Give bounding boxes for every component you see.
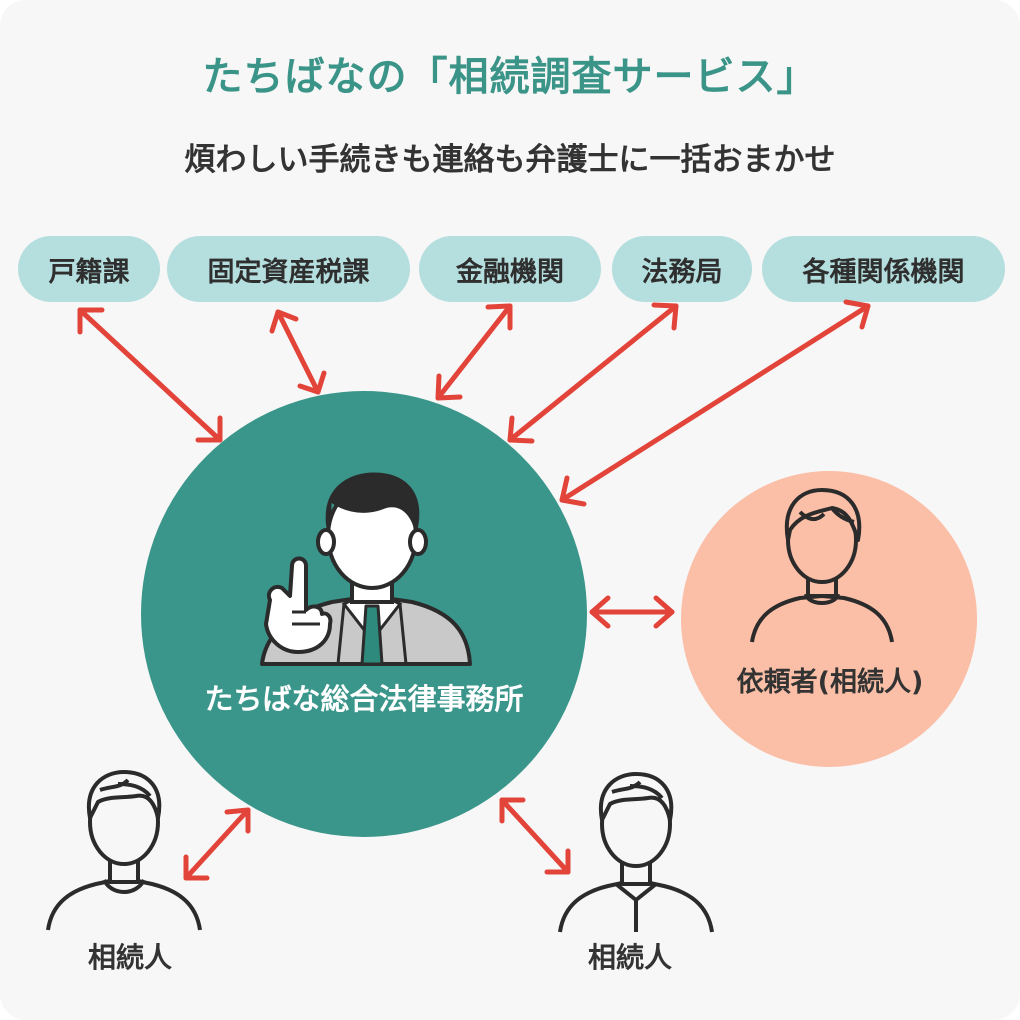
client-circle — [681, 471, 977, 767]
institution-property-tax: 固定資産税課 — [167, 236, 410, 302]
institution-family-registry: 戸籍課 — [18, 236, 160, 302]
heir-left-icon — [46, 770, 202, 931]
institution-financial: 金融機関 — [419, 236, 601, 302]
client-label: 依頼者(相続人) — [736, 667, 924, 698]
arrow-financial — [435, 303, 513, 401]
heir-left-label: 相続人 — [87, 941, 172, 974]
arrow-client — [589, 595, 675, 629]
arrow-property-tax — [269, 309, 327, 395]
law-firm-label: たちばな総合法律事務所 — [204, 682, 524, 716]
arrow-heir-right — [499, 797, 571, 875]
page-title: たちばなの「相続調査サービス」 — [202, 54, 818, 100]
heir-right-label: 相続人 — [587, 941, 672, 974]
arrow-other-agencies — [559, 299, 871, 507]
institution-legal-affairs-bureau: 法務局 — [612, 236, 752, 302]
client-icon — [750, 488, 894, 643]
heir-right-icon — [558, 772, 714, 933]
arrow-legal-affairs-bureau — [507, 302, 679, 444]
lawyer-icon — [260, 472, 472, 666]
page-subtitle: 煩わしい手続きも連絡も弁護士に一括おまかせ — [184, 142, 836, 178]
arrow-heir-left — [183, 807, 251, 881]
institution-other-agencies: 各種関係機関 — [762, 236, 1005, 302]
arrow-family-registry — [77, 307, 223, 443]
